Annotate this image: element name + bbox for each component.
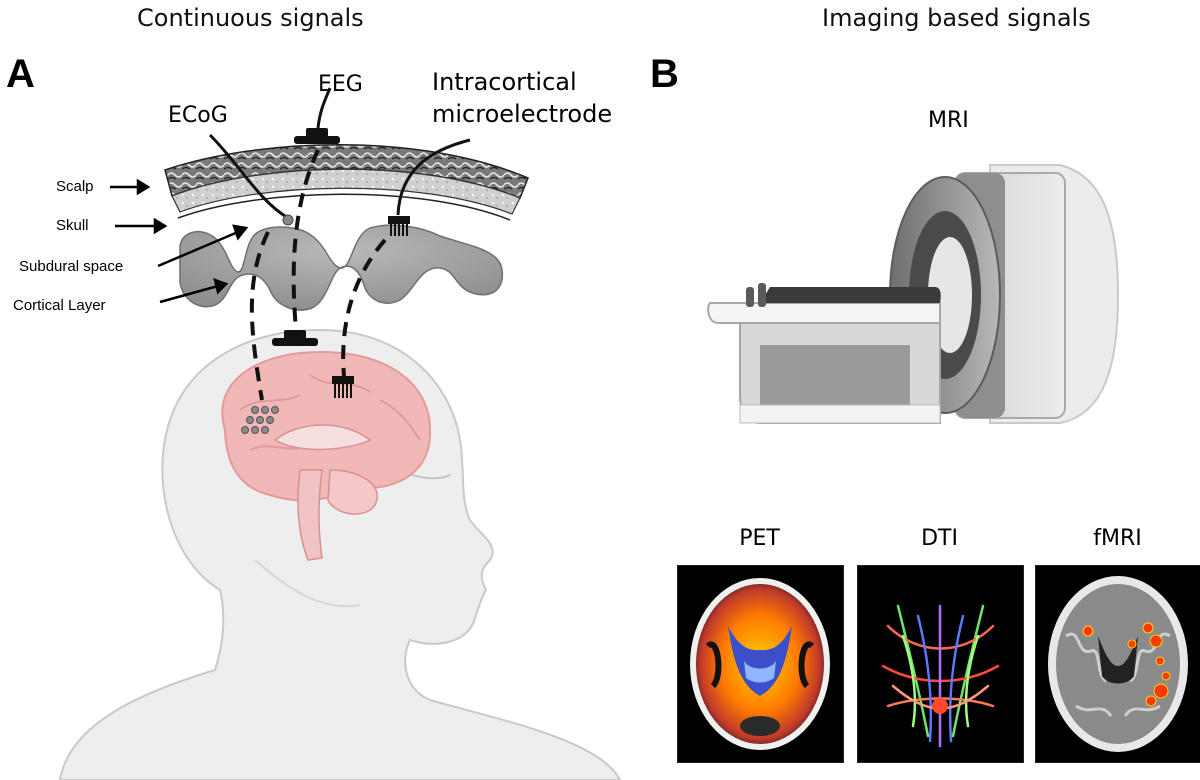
- panel-a-illustration: [58, 87, 622, 780]
- mapping-lines: [249, 149, 387, 401]
- pet-scan-image: [677, 565, 844, 763]
- scalp-label: Scalp: [56, 178, 94, 195]
- mri-label: MRI: [928, 108, 969, 133]
- panel-a-heading: Continuous signals: [137, 4, 364, 32]
- brain: [221, 350, 432, 561]
- cortical-layer: [179, 224, 504, 311]
- layer-arrows: [110, 178, 249, 304]
- fmri-label: fMRI: [1093, 526, 1142, 551]
- panel-b-letter: B: [650, 52, 679, 96]
- subdural-label: Subdural space: [19, 258, 124, 275]
- fmri-scan-image: [1035, 565, 1200, 763]
- eeg-label: EEG: [318, 72, 363, 97]
- ecog-contact: [282, 214, 294, 226]
- skull-layer: [171, 168, 521, 221]
- cortical-label: Cortical Layer: [13, 297, 106, 314]
- ecog-grid: [241, 406, 279, 434]
- eeg-electrode-head: [272, 330, 318, 346]
- microelectrode-array-top: [388, 216, 410, 236]
- microelectrode-array-brain: [332, 376, 354, 398]
- intracortical-label-line1: Intracortical: [432, 68, 577, 96]
- eeg-electrode-top: [294, 87, 340, 144]
- intracortical-label-line2: microelectrode: [432, 100, 613, 128]
- panel-a-letter: A: [6, 52, 35, 96]
- dti-scan-image: [857, 565, 1024, 763]
- ecog-label: ECoG: [168, 103, 228, 128]
- intracortical-wire: [396, 138, 471, 216]
- pet-label: PET: [739, 526, 780, 551]
- ecog-wire: [208, 133, 289, 220]
- dti-label: DTI: [921, 526, 958, 551]
- mri-scanner: [707, 164, 1120, 424]
- panel-b-heading: Imaging based signals: [822, 4, 1091, 32]
- skull-label: Skull: [56, 217, 89, 234]
